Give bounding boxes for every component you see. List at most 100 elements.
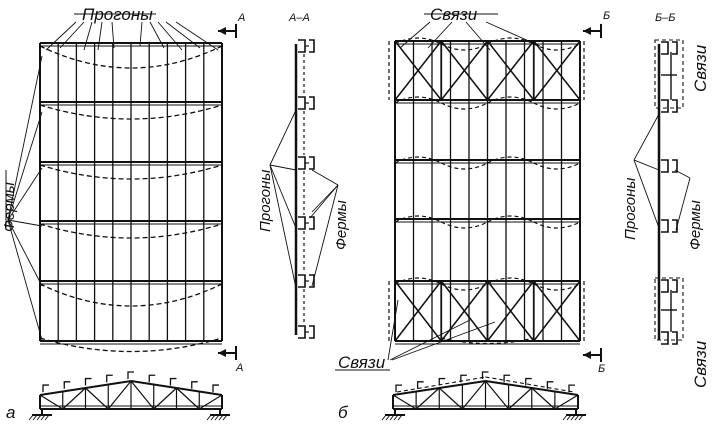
- leader-line: [59, 21, 85, 49]
- leader-line: [139, 21, 143, 47]
- truss-diagonal: [198, 394, 223, 410]
- trusses-label-section-a: Фермы: [333, 200, 350, 250]
- purlin-cap: [503, 374, 511, 383]
- truss-top-flange: [672, 41, 678, 55]
- leader-line: [149, 21, 165, 49]
- section-marker-b-top: Б: [583, 10, 610, 38]
- trusses-label-plan-a: Фермы: [1, 182, 18, 232]
- truss-top-flange: [309, 39, 315, 53]
- truss-elevation-b: [381, 371, 586, 421]
- section-a-marker-label-top: А: [237, 12, 245, 24]
- leader-line: [399, 21, 431, 49]
- leader-line: [633, 113, 660, 161]
- purlin-channel: [298, 274, 306, 288]
- leader-line: [387, 299, 399, 361]
- section-b-title: Б–Б: [655, 12, 675, 24]
- truss-diagonal: [508, 387, 533, 410]
- section-a-marker-label-bottom: А: [235, 362, 243, 374]
- leader-line: [311, 184, 339, 287]
- truss-diagonal: [392, 394, 417, 410]
- support-hatch: [389, 414, 395, 421]
- part-a-label: а: [6, 403, 15, 422]
- truss-diagonal: [415, 387, 440, 410]
- support-hatch: [206, 414, 212, 421]
- bracing-outline: [654, 277, 684, 341]
- purlin-channel: [661, 331, 669, 345]
- purlin-cap: [568, 384, 575, 393]
- truss-top-flange: [309, 96, 315, 110]
- bracing-diagonal: [533, 40, 581, 101]
- purlin-cap: [481, 371, 489, 379]
- bracing-diagonal: [486, 40, 535, 101]
- leader-line: [389, 319, 471, 361]
- truss-elevation-a: [28, 371, 230, 421]
- buckling-wave: [533, 43, 581, 51]
- support-hatch: [566, 414, 572, 421]
- purlin-channel: [661, 279, 669, 293]
- support-hatch: [393, 414, 399, 421]
- bracing-label-top: Связи: [430, 5, 478, 24]
- leader-line: [309, 184, 339, 219]
- section-b-b: [654, 39, 684, 345]
- trusses-label-section-b: Фермы: [687, 200, 704, 250]
- buckling-curve: [39, 337, 223, 353]
- leader-line: [269, 164, 297, 171]
- purlin-cap: [63, 381, 71, 389]
- leader-line: [465, 21, 491, 51]
- leader-line: [165, 21, 201, 49]
- truss-top-flange: [309, 216, 315, 230]
- leader-line: [7, 219, 43, 341]
- buckling-wave: [487, 156, 535, 164]
- truss-top-flange: [309, 274, 315, 288]
- buckling-curve: [39, 164, 223, 180]
- purlin-cap: [546, 381, 554, 389]
- truss-diagonal: [107, 380, 132, 410]
- truss-top-flange: [672, 279, 678, 293]
- leader-line: [7, 167, 43, 221]
- purlin-cap: [438, 377, 446, 386]
- truss-diagonal: [461, 380, 486, 410]
- buckling-curve: [39, 104, 223, 120]
- buckling-wave: [440, 162, 488, 170]
- leader-line: [675, 177, 691, 231]
- support-hatch: [578, 414, 584, 421]
- leader-line: [7, 219, 43, 227]
- buckling-wave: [394, 156, 442, 164]
- purlin-cap: [42, 384, 49, 393]
- buckling-wave: [394, 277, 442, 285]
- purlin-cap: [127, 371, 134, 379]
- bracing-label-section-b-bottom: Связи: [691, 340, 710, 388]
- truss-top-flange: [309, 156, 315, 170]
- leader-line: [83, 21, 93, 51]
- buckling-wave: [394, 96, 442, 104]
- purlin-channel: [661, 219, 669, 233]
- purlin-cap: [106, 374, 113, 383]
- purlin-channel: [298, 325, 306, 339]
- buckling-wave: [487, 215, 535, 223]
- buckling-wave: [487, 37, 535, 45]
- purlin-cap: [460, 374, 467, 383]
- leader-line: [485, 21, 541, 47]
- truss-diagonal: [531, 387, 556, 410]
- purlin-cap: [84, 377, 92, 386]
- truss-top-flange: [672, 219, 678, 233]
- bracing-diagonal: [533, 280, 581, 342]
- buckling-wave: [441, 337, 534, 345]
- support-hatch: [574, 414, 580, 421]
- section-a-a: [294, 39, 315, 339]
- bracing-diagonal: [486, 280, 535, 342]
- plan-a: [39, 42, 223, 353]
- truss-top-flange: [309, 325, 315, 339]
- buckling-wave: [440, 283, 488, 291]
- buckling-wave: [440, 43, 488, 51]
- leader-line: [269, 109, 297, 166]
- purlin-channel: [661, 41, 669, 55]
- support-hatch: [210, 414, 216, 421]
- support-hatch: [40, 414, 46, 421]
- buckling-wave: [533, 162, 581, 170]
- truss-diagonal: [62, 387, 86, 410]
- leader-line: [45, 21, 77, 51]
- leader-line: [157, 21, 183, 51]
- purlins-label-section-a: Прогоны: [257, 170, 274, 232]
